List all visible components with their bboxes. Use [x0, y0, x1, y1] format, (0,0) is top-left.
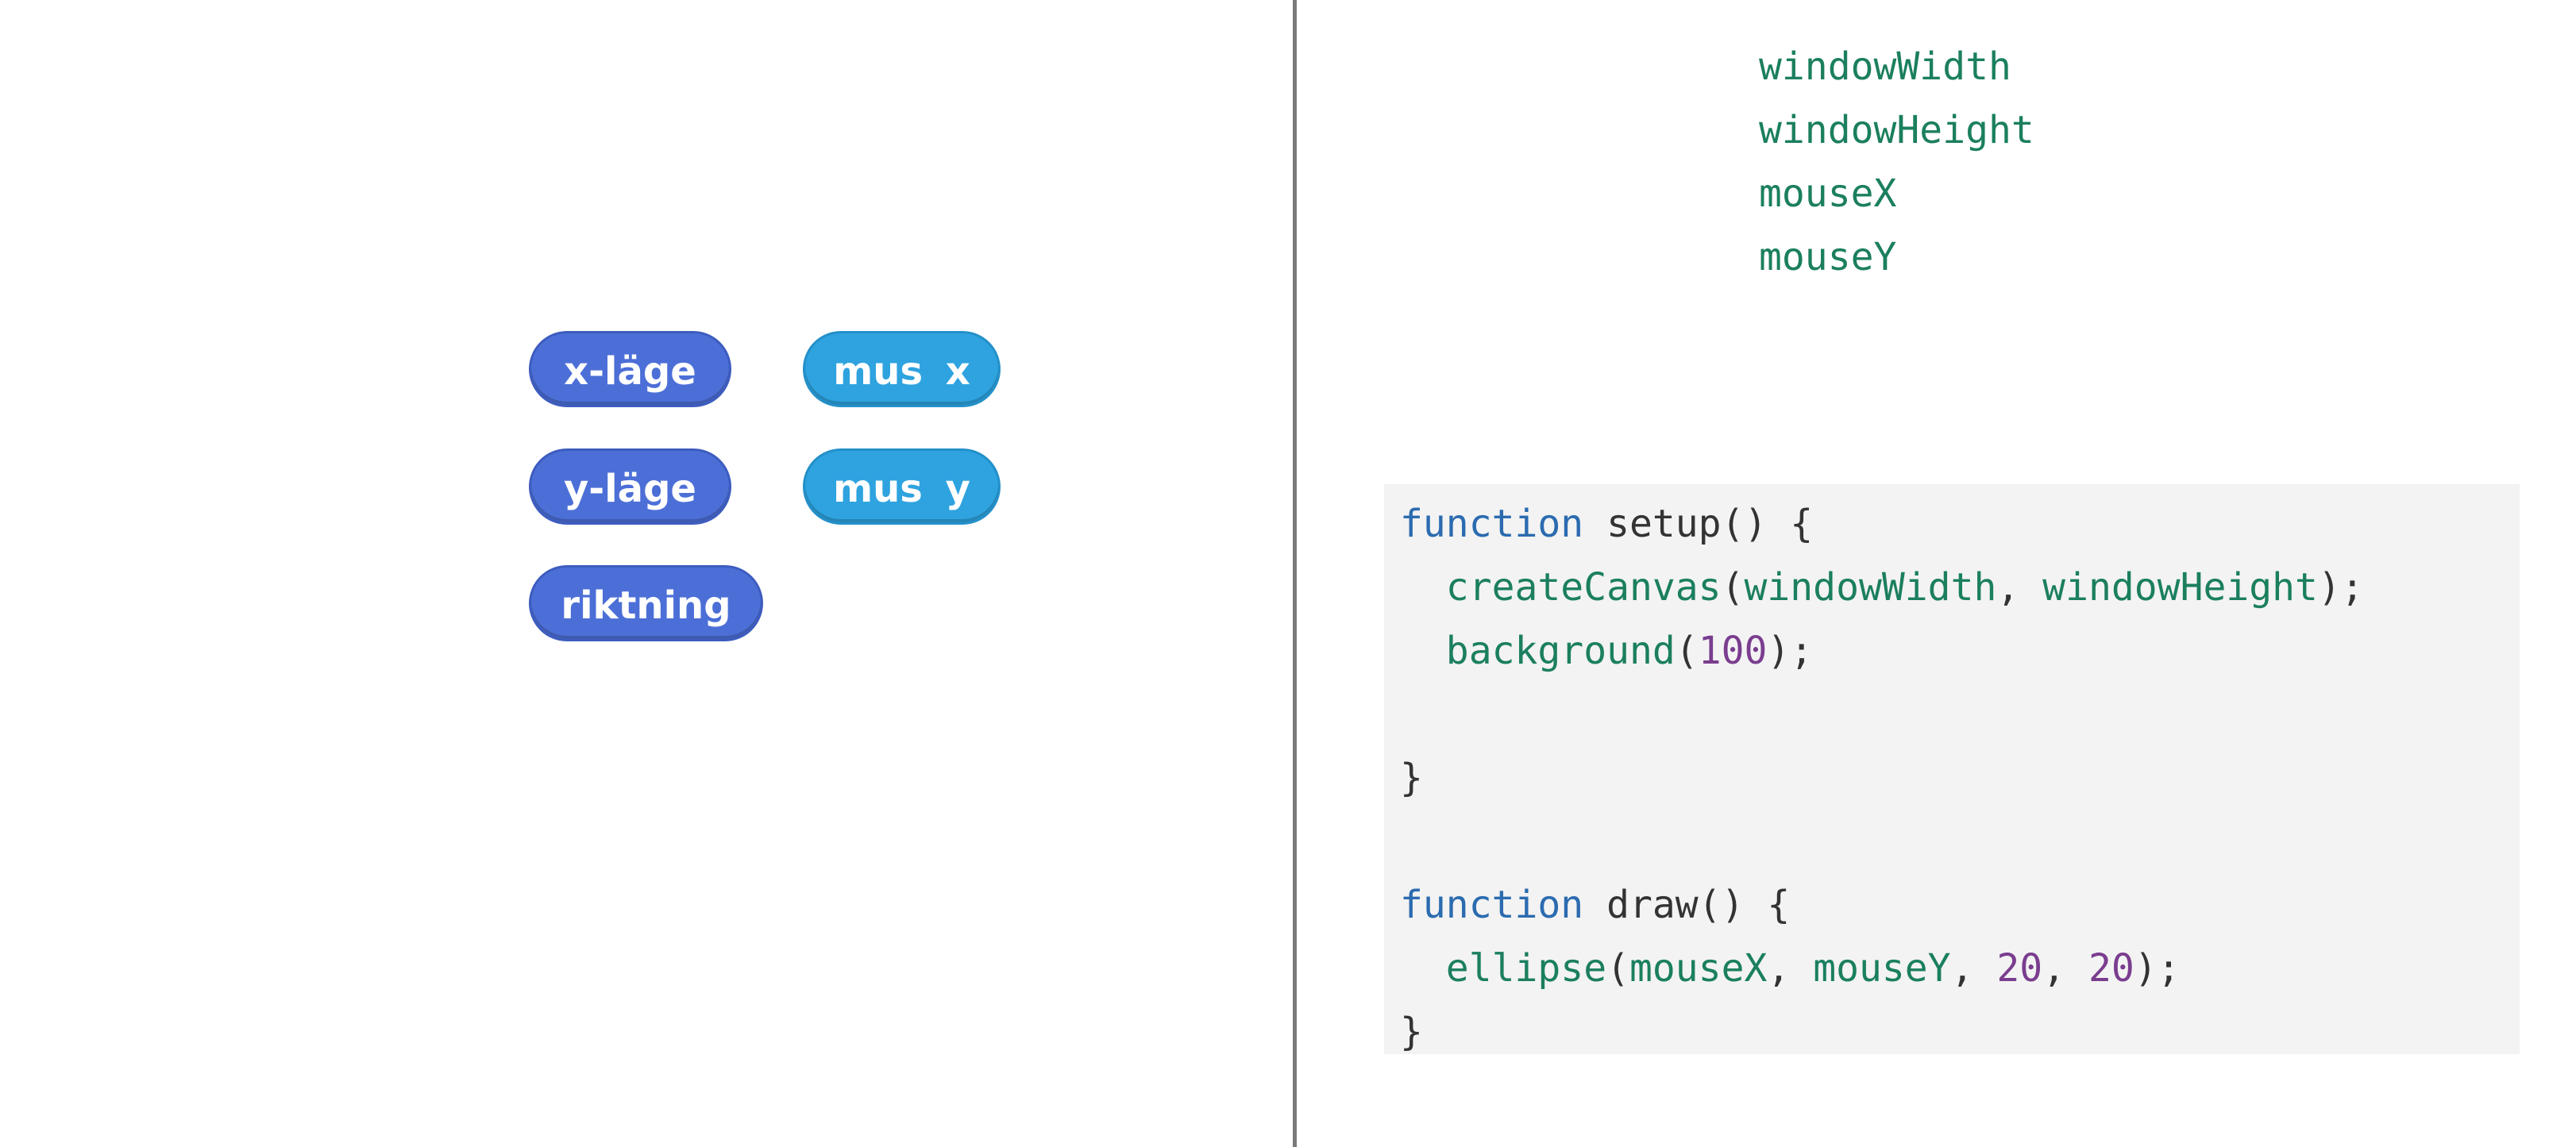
keyword-function: function	[1400, 502, 1584, 546]
direction-block[interactable]: riktning	[529, 565, 763, 641]
variable-mouse-x: mouseX	[1759, 171, 1897, 216]
y-position-block-label: y-läge	[564, 467, 696, 511]
code-line-draw: function draw() {	[1400, 873, 2520, 937]
mouse-x-block-label: mus x	[833, 349, 970, 394]
direction-block-label: riktning	[561, 583, 731, 628]
num-20-height: 20	[2088, 946, 2134, 991]
paren-open: (	[1721, 565, 1745, 610]
pane-divider	[1293, 0, 1297, 1147]
paren-open: (	[1606, 946, 1629, 991]
arg-mouse-x: mouseX	[1629, 946, 1768, 991]
code-line-draw-close: }	[1400, 1010, 1423, 1054]
variable-list: windowWidth windowHeight mouseX mouseY	[1759, 35, 2034, 289]
fn-ellipse: ellipse	[1445, 946, 1607, 991]
mouse-y-block-label: mus y	[833, 467, 970, 511]
code-line-setup: function setup() {	[1400, 492, 2520, 556]
code-line-create-canvas: createCanvas(windowWidth, windowHeight);	[1400, 556, 2520, 619]
mouse-y-block[interactable]: mus y	[803, 448, 1001, 525]
draw-signature: draw() {	[1583, 883, 1791, 927]
setup-signature: setup() {	[1583, 502, 1814, 546]
fn-create-canvas: createCanvas	[1445, 565, 1722, 610]
paren-open: (	[1675, 629, 1699, 673]
code-line-ellipse: ellipse(mouseX, mouseY, 20, 20);	[1400, 937, 2520, 1000]
comma: ,	[1996, 565, 2043, 610]
y-position-block[interactable]: y-läge	[529, 448, 731, 525]
paren-close: );	[2317, 565, 2364, 610]
comma: ,	[1950, 946, 1997, 991]
fn-background: background	[1445, 629, 1676, 673]
scratch-blocks-panel: x-läge mus x y-läge mus y riktning	[529, 331, 1001, 641]
variable-mouse-y: mouseY	[1759, 235, 1897, 279]
num-100: 100	[1698, 629, 1768, 673]
indent	[1400, 629, 1446, 673]
keyword-function: function	[1400, 883, 1584, 927]
arg-window-width: windowWidth	[1744, 565, 1997, 610]
code-line-setup-close: }	[1400, 756, 1423, 800]
num-20-width: 20	[1996, 946, 2043, 991]
paren-close: );	[1767, 629, 1814, 673]
indent	[1400, 565, 1446, 610]
x-position-block[interactable]: x-läge	[529, 331, 731, 407]
comma: ,	[2042, 946, 2088, 991]
x-position-block-label: x-läge	[564, 349, 696, 394]
code-line-blank	[1400, 683, 2520, 746]
code-line-blank	[1400, 810, 2520, 873]
comma: ,	[1767, 946, 1814, 991]
variable-window-height: windowHeight	[1759, 108, 2034, 152]
variable-window-width: windowWidth	[1759, 44, 2011, 89]
arg-window-height: windowHeight	[2042, 565, 2318, 610]
code-line-background: background(100);	[1400, 619, 2520, 683]
paren-close: );	[2134, 946, 2181, 991]
arg-mouse-y: mouseY	[1813, 946, 1951, 991]
indent	[1400, 946, 1446, 991]
code-snippet: function setup() { createCanvas(windowWi…	[1384, 484, 2520, 1054]
mouse-x-block[interactable]: mus x	[803, 331, 1001, 407]
